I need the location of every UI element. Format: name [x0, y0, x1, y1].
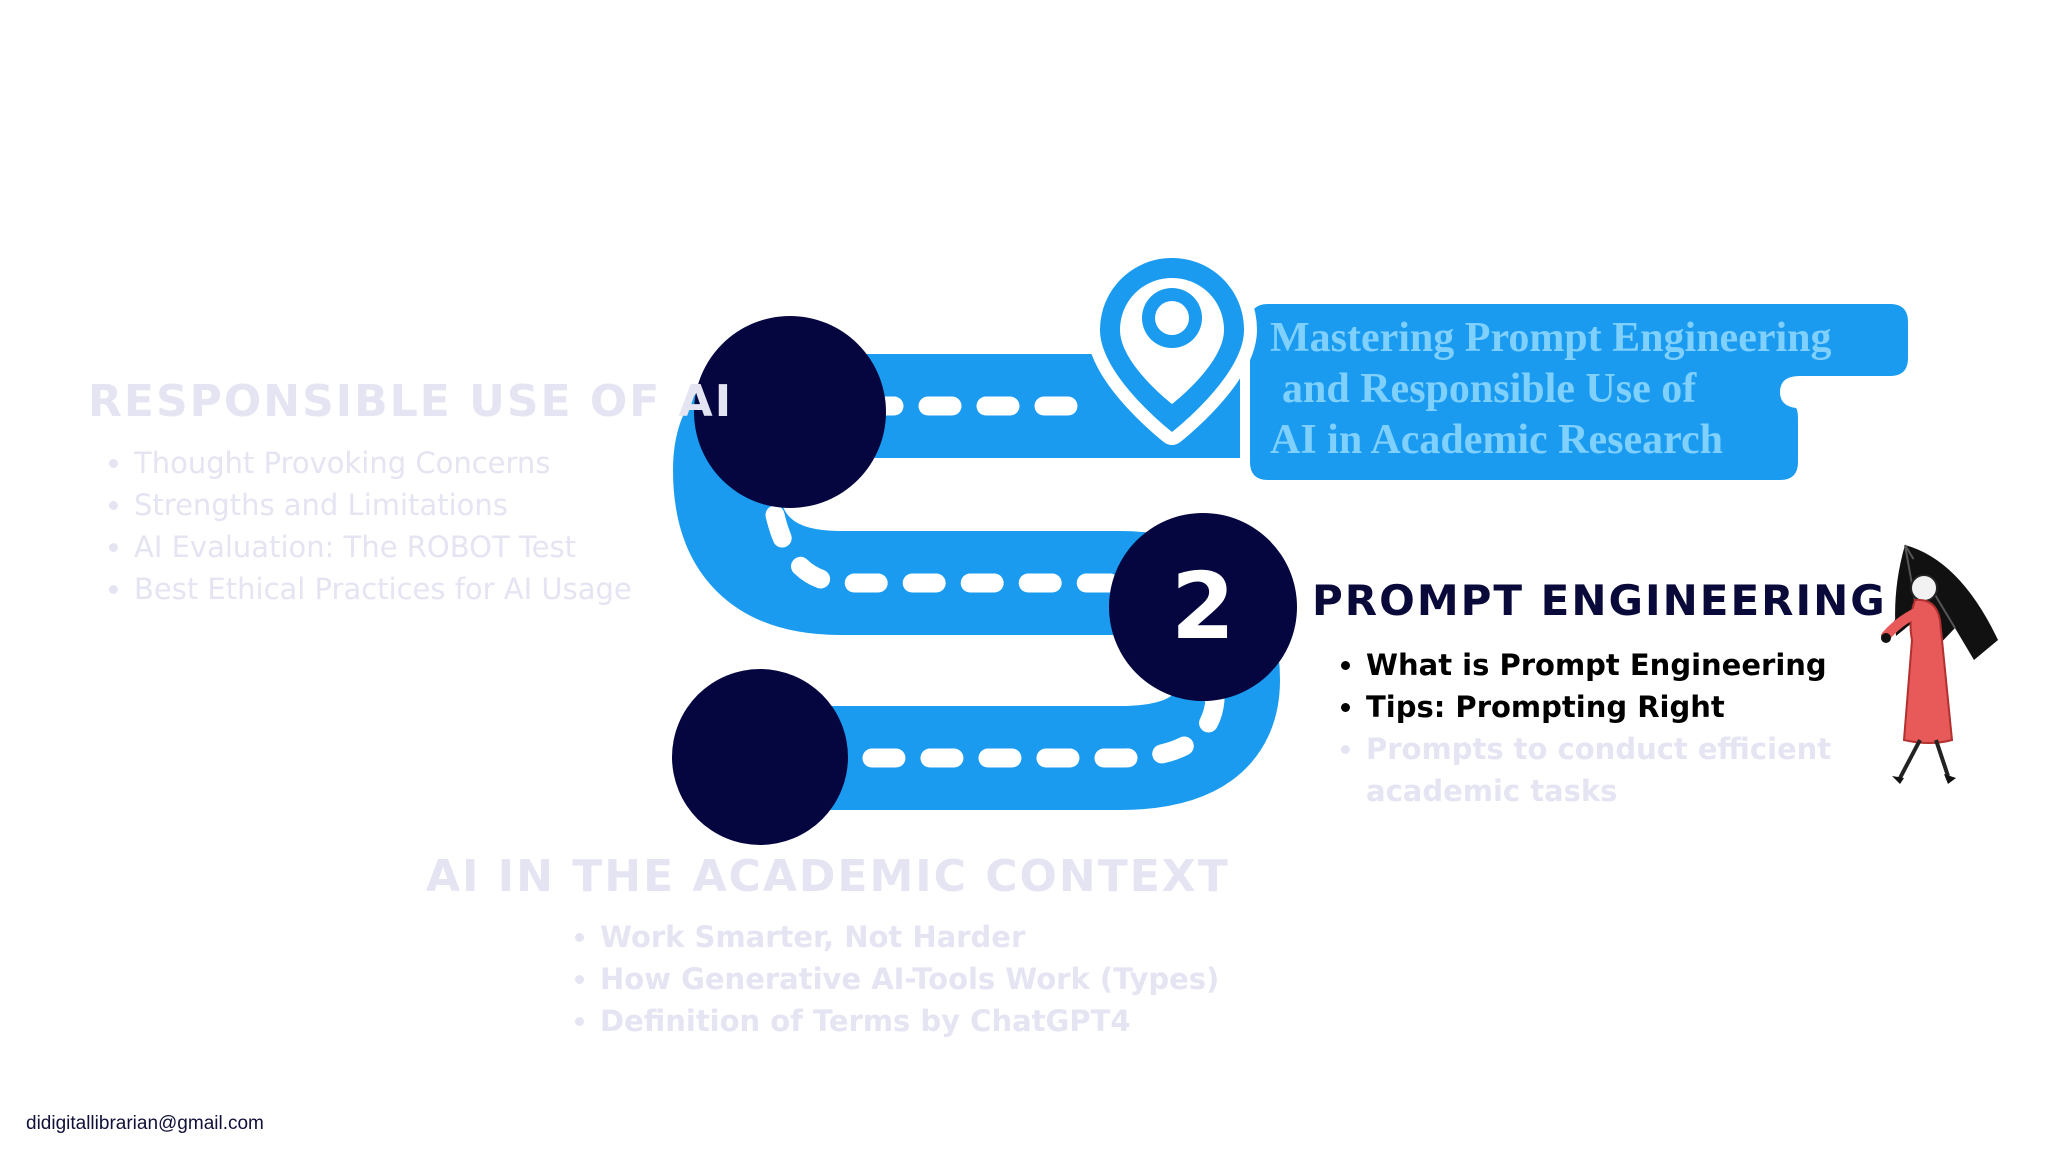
list-item: Work Smarter, Not Harder [600, 916, 1219, 958]
list-item: AI Evaluation: The ROBOT Test [134, 526, 632, 568]
list-item: Strengths and Limitations [134, 484, 632, 526]
list-item: What is Prompt Engineering [1366, 644, 1886, 686]
section-title-prompt: PROMPT ENGINEERING [1312, 576, 1887, 625]
step-number: 2 [1171, 553, 1235, 660]
section-list-responsible: Thought Provoking Concerns Strengths and… [100, 442, 632, 610]
course-title: Mastering Prompt Engineering and Respons… [1270, 313, 1910, 466]
location-pin-icon [1087, 245, 1257, 445]
list-item: Prompts to conduct efficient academic ta… [1366, 728, 1886, 812]
course-title-line-1: Mastering Prompt Engineering [1270, 315, 1832, 361]
course-title-line-3: AI in Academic Research [1270, 417, 1723, 463]
list-item: Best Ethical Practices for AI Usage [134, 568, 632, 610]
milestone-prompt [1109, 513, 1297, 701]
section-title-responsible: RESPONSIBLE USE OF AI [88, 376, 734, 427]
course-title-box [1250, 304, 1908, 480]
woman-umbrella-illustration [1881, 544, 1998, 784]
list-item: How Generative AI-Tools Work (Types) [600, 958, 1219, 1000]
footer-email: didigitallibrarian@gmail.com [26, 1113, 264, 1134]
course-title-line-2: and Responsible Use of [1282, 366, 1697, 412]
section-list-prompt: What is Prompt Engineering Tips: Prompti… [1332, 644, 1886, 812]
list-item: Tips: Prompting Right [1366, 686, 1886, 728]
section-title-academic: AI IN THE ACADEMIC CONTEXT [426, 851, 1230, 902]
list-item: Thought Provoking Concerns [134, 442, 632, 484]
milestone-responsible [694, 316, 886, 508]
list-item: Definition of Terms by ChatGPT4 [600, 1000, 1219, 1042]
milestone-academic [672, 669, 848, 845]
section-list-academic: Work Smarter, Not Harder How Generative … [566, 916, 1219, 1042]
road-dashes [765, 396, 1225, 768]
